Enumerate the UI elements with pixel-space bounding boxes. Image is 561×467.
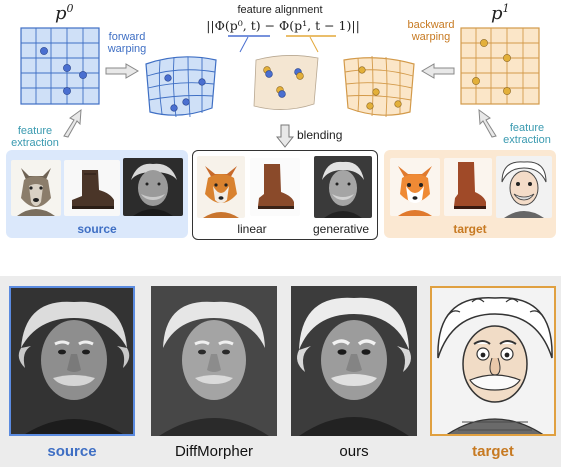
einstein-target-portrait [430,286,556,436]
linear-label: linear [237,222,267,236]
caption-source: source [47,443,97,460]
forward-arrow-icon [105,63,139,79]
warped-target-grid [343,55,415,118]
boot-image [64,160,120,216]
keypoint [79,71,87,79]
caption-diffmorpher: DiffMorpher [174,443,254,460]
keypoint [278,90,286,98]
formula-connectors [228,35,336,53]
einstein-diffmorpher-portrait [151,286,277,436]
keypoint [63,87,71,95]
boot-image [250,158,300,216]
source-panel-label: source [77,222,117,236]
einstein-ours-portrait [291,286,417,436]
keypoint [372,88,380,96]
keypoint [265,70,273,78]
aligned-feature-patch [253,55,319,110]
einstein-source-portrait [9,286,135,436]
keypoint [503,87,511,95]
keypoint [480,39,488,47]
backward-arrow-icon [421,63,455,79]
keypoint [358,66,366,74]
keypoint [182,98,190,106]
blending-arrow-icon [276,124,294,148]
generative-label: generative [312,222,370,236]
feature-alignment-title: feature alignment [237,4,323,16]
fox-image [197,156,245,218]
feature-extraction-left-arrow-icon [63,108,82,138]
keypoint [296,72,304,80]
keypoint [366,102,374,110]
boot-red-image [444,158,492,216]
feature-alignment-formula: ||Φ(p⁰, t) − Φ(p¹, t − 1)|| [206,18,360,33]
source-grid [20,27,100,105]
target-grid [460,27,540,105]
einstein-blend-thumb [314,156,372,218]
warped-source-grid [145,56,217,118]
caption-ours: ours [339,443,369,460]
keypoint [63,64,71,72]
einstein-cartoon-thumb [496,156,552,218]
caption-target: target [472,443,514,460]
fox-cartoon-image [390,158,440,216]
einstein-source-thumb [123,158,183,216]
keypoint [170,104,178,112]
target-panel-label: target [453,222,487,236]
keypoint [164,74,172,82]
keypoint [198,78,206,86]
keypoint [472,77,480,85]
blending-label: blending [297,128,343,142]
keypoint [40,47,48,55]
keypoint [503,54,511,62]
wolf-image [11,160,61,216]
p1-label: p1 [491,2,510,24]
feature-extraction-right-arrow-icon [478,108,497,138]
p0-label: p0 [55,2,74,24]
keypoint [394,100,402,108]
